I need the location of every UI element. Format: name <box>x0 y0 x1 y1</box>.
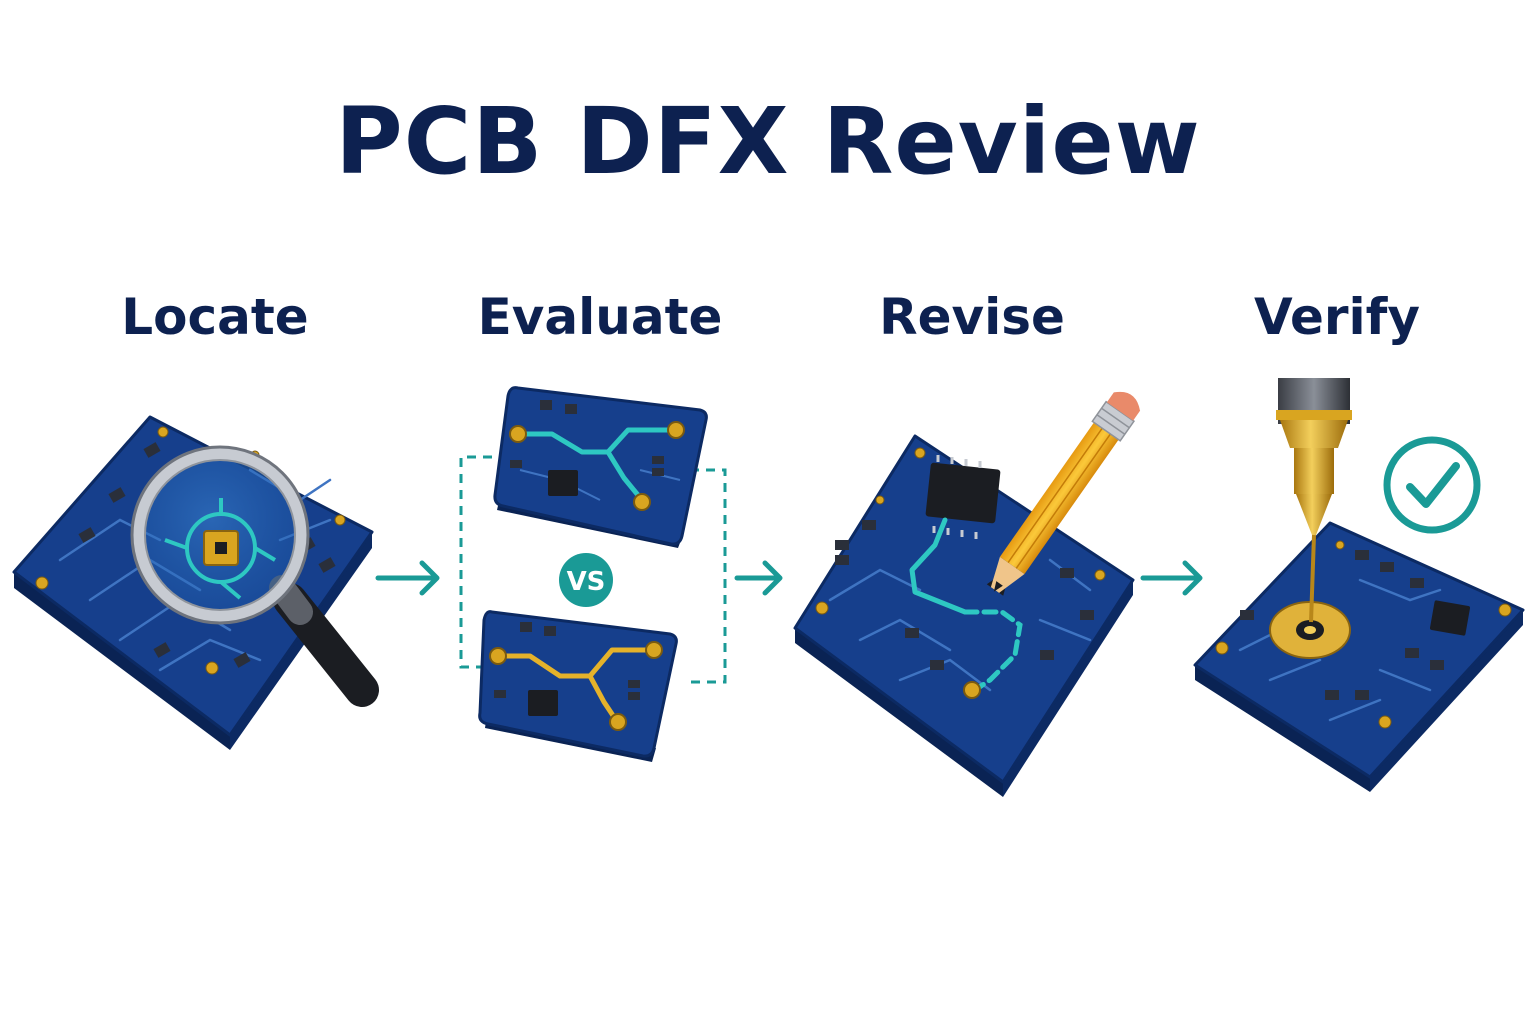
flow-arrow-2 <box>734 560 783 596</box>
step-label-evaluate: Evaluate <box>477 288 723 346</box>
vs-badge-text: VS <box>567 567 606 597</box>
step-label-locate: Locate <box>121 288 309 346</box>
flow-arrow-1 <box>375 560 440 596</box>
page-title: PCB DFX Review <box>335 88 1201 195</box>
vs-badge <box>559 553 613 607</box>
option-board-b <box>478 610 678 762</box>
step-label-verify: Verify <box>1253 288 1420 346</box>
verify-board-icon <box>1193 521 1525 792</box>
option-board-a <box>493 386 708 548</box>
revise-board-icon <box>793 434 1135 797</box>
flow-arrow-3 <box>1140 560 1203 596</box>
step-label-revise: Revise <box>879 288 1065 346</box>
magnifier-icon <box>130 445 379 707</box>
pencil-icon <box>986 391 1141 596</box>
check-icon <box>1383 436 1481 534</box>
compare-icon: VS <box>459 386 727 762</box>
test-probe-icon <box>1276 378 1352 623</box>
